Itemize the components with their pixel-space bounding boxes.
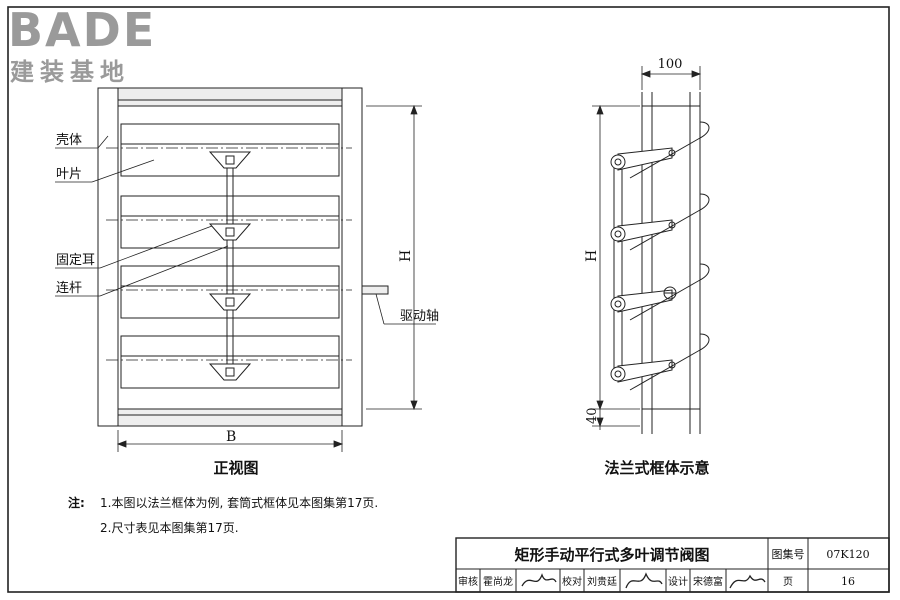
front-view (55, 87, 436, 452)
notes-prefix: 注: (68, 495, 85, 510)
dimension-height (366, 104, 422, 411)
dimension-top-label: 100 (658, 57, 683, 72)
side-blade (610, 193, 710, 251)
page-label: 页 (783, 576, 793, 588)
dimension-top (640, 66, 702, 90)
side-link-rod (613, 162, 623, 374)
drive-shaft (361, 285, 389, 295)
front-view-caption: 正视图 (213, 459, 258, 477)
check-label: 校对 (562, 575, 582, 588)
side-blade (610, 333, 710, 391)
check-signature (625, 572, 663, 589)
note-item: 1.本图以法兰框体为例, 套筒式框体见本图集第17页. (100, 495, 378, 510)
notes: 注: 1.本图以法兰框体为例, 套筒式框体见本图集第17页. 2.尺寸表见本图集… (68, 495, 378, 535)
side-blade (610, 121, 710, 179)
label-drive-shaft: 驱动轴 (400, 309, 439, 324)
page-number: 16 (841, 575, 855, 588)
side-dimension-height (592, 104, 640, 430)
sheet-border (7, 6, 890, 593)
link-rod (226, 158, 234, 372)
label-fixed-ear: 固定耳 (56, 253, 95, 268)
dimension-width-label: B (226, 429, 236, 445)
label-link-rod: 连杆 (56, 280, 82, 296)
fixed-ear (208, 223, 252, 241)
atlas-label: 图集号 (772, 547, 805, 561)
label-shell: 壳体 (56, 133, 82, 148)
drawing-title: 矩形手动平行式多叶调节阀图 (514, 546, 709, 564)
design-signature (729, 574, 766, 589)
fixed-ear (208, 293, 252, 311)
logo-subtitle: 建装基地 (10, 58, 130, 86)
side-view-caption: 法兰式框体示意 (604, 459, 709, 477)
dimension-bottom-label: 40 (585, 407, 600, 424)
logo-brand: BADE (8, 3, 156, 57)
note-item: 2.尺寸表见本图集第17页. (100, 520, 239, 535)
side-view (592, 66, 710, 434)
dimension-height-label: H (398, 250, 414, 262)
atlas-number: 07K120 (826, 548, 869, 561)
title-block (455, 537, 890, 593)
fixed-ear (208, 363, 252, 381)
review-label: 审核 (458, 575, 478, 588)
check-name: 刘贵廷 (587, 575, 617, 588)
review-name: 霍尚龙 (483, 575, 513, 588)
logo: BADE 建装基地 (8, 3, 156, 86)
review-signature (521, 573, 557, 587)
label-blade: 叶片 (56, 167, 82, 182)
design-label: 设计 (668, 575, 688, 588)
fixed-ear (208, 151, 252, 169)
side-dimension-height-label: H (584, 250, 600, 262)
dimension-width (116, 430, 344, 452)
side-blade (610, 263, 710, 321)
design-name: 宋德富 (693, 575, 723, 588)
